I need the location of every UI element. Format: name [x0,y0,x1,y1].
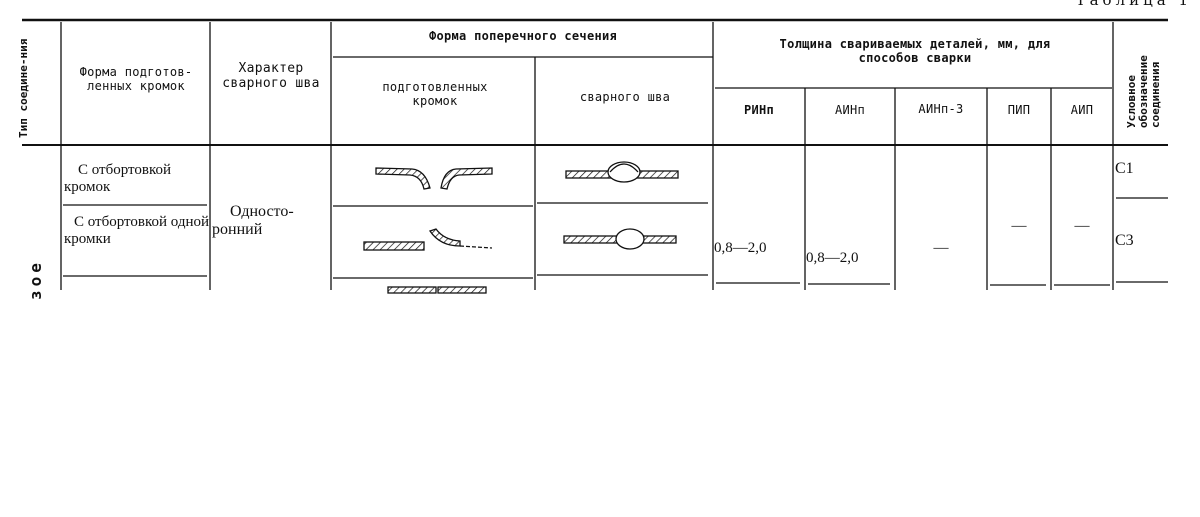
header-method-ainp: АИНп [834,103,866,117]
row-2-edge-form: С отбортовкой одной кромки [64,214,210,248]
table-label: Таблица 1 [1075,0,1192,9]
header-method-rinp: РИНп [743,103,775,117]
value-ainp: 0,8—2,0 [806,250,859,266]
header-weld-seam: сварного шва [579,90,671,104]
value-aip: — [1074,218,1090,234]
header-thickness: Толщина свариваемых деталей, мм, для спо… [779,37,1051,65]
header-method-aip: АИП [1070,103,1094,117]
weld-character-value: Односто-ронний [212,203,294,239]
header-method-pip: ПИП [1007,103,1031,117]
prepared-edges-flanged-both-drawing [375,167,493,190]
weld-seam-flanged-both-drawing [565,161,679,183]
weld-seam-flanged-one-drawing [563,228,677,250]
prepared-edges-row3-drawing [387,286,487,294]
header-edge-form: Форма подготов-ленных кромок [79,65,193,93]
value-pip: — [1011,218,1027,234]
header-weld-character: Характер сварного шва [222,61,320,91]
value-rinp: 0,8—2,0 [714,240,767,256]
row-2-designation: С3 [1115,232,1134,249]
prepared-edges-flanged-one-drawing [363,228,493,251]
header-method-ainp3: АИНп-3 [918,102,964,116]
header-prepared-edges: подготовленных кромок [382,80,488,108]
row-1-edge-form: С отбортовкой кромок [64,162,172,196]
header-cross-section: Форма поперечного сечения [428,29,618,43]
value-ainp3: — [933,240,949,256]
row-1-designation: С1 [1115,160,1134,177]
